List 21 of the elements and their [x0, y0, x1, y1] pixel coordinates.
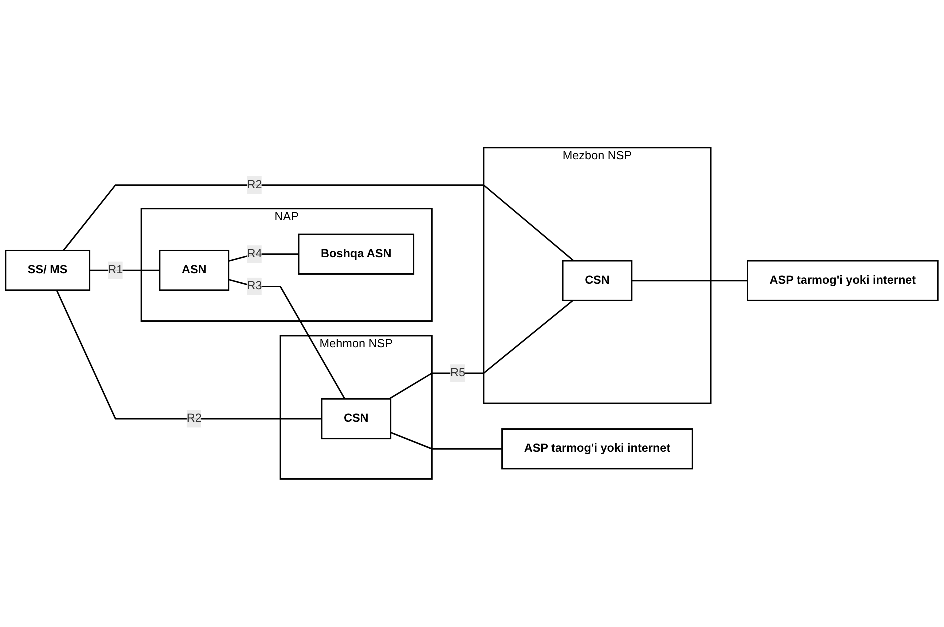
node-box: Boshqa ASN — [298, 234, 415, 275]
edge-label: R2 — [186, 412, 202, 425]
connector — [228, 279, 346, 400]
node-box: SS/ MS — [5, 250, 91, 292]
node-box: ASN — [159, 250, 230, 292]
edge-label: R5 — [450, 366, 466, 380]
edge-label: R1 — [108, 264, 124, 276]
edge-label: R4 — [247, 248, 262, 260]
node-box: CSN — [321, 398, 392, 440]
edge-label: R2 — [247, 178, 262, 192]
connector — [390, 432, 502, 450]
connector — [63, 184, 574, 262]
connector — [56, 290, 322, 420]
connector — [632, 280, 748, 282]
connector — [389, 300, 574, 400]
connector — [90, 270, 160, 272]
node-box: ASP tarmog'i yoki internet — [502, 428, 694, 470]
edge-label: R3 — [247, 280, 262, 293]
connector — [228, 254, 299, 262]
node-box: CSN — [562, 260, 633, 302]
node-box: ASP tarmog'i yoki internet — [747, 260, 939, 302]
